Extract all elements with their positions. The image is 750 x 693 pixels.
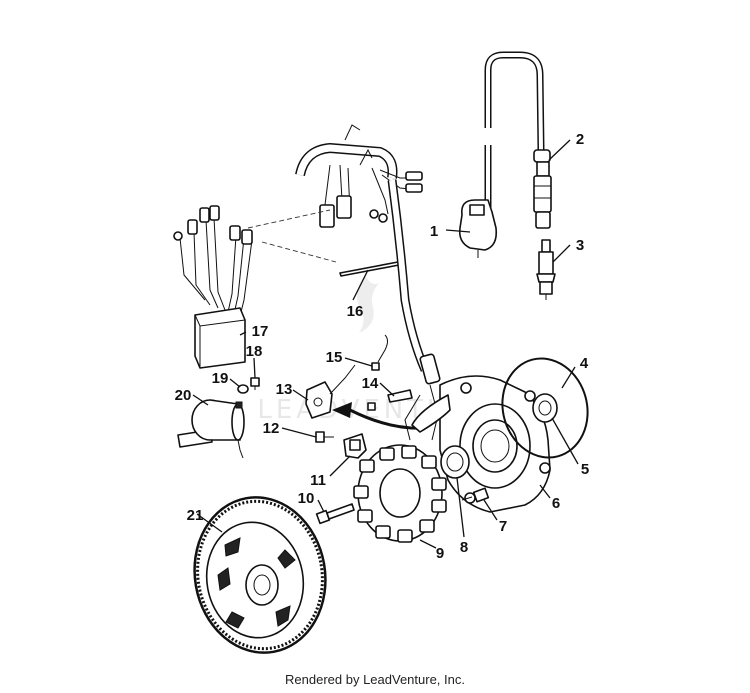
callout-15: 15	[326, 349, 343, 366]
callout-20: 20	[175, 387, 192, 404]
part-seal-5	[532, 393, 558, 423]
part-cable-tie	[339, 261, 400, 277]
part-screw-12	[315, 431, 334, 443]
part-seal-8	[440, 445, 470, 479]
part-starter-solenoid	[177, 399, 245, 459]
leader-lines	[192, 139, 579, 549]
callout-11: 11	[310, 472, 326, 489]
part-trigger-coil	[343, 433, 367, 459]
callout-17: 17	[252, 323, 269, 340]
part-o-ring	[501, 357, 589, 459]
part-flywheel	[193, 496, 327, 654]
callout-12: 12	[263, 420, 280, 437]
part-stator	[353, 444, 447, 543]
dashed-connection-lines	[247, 209, 337, 263]
callout-3: 3	[576, 237, 584, 254]
render-credit: Rendered by LeadVenture, Inc.	[285, 672, 465, 687]
callout-labels: 1 2 3 4 5 6 7 8 9 10 11 12 13 14 15 16 1…	[175, 131, 590, 562]
callout-8: 8	[460, 539, 468, 556]
callout-4: 4	[580, 355, 589, 372]
callout-10: 10	[298, 490, 315, 507]
callout-5: 5	[581, 461, 589, 478]
callout-7: 7	[499, 518, 507, 535]
part-spark-plug-wire	[484, 51, 552, 229]
part-spark-plug	[536, 239, 556, 300]
callout-21: 21	[187, 507, 204, 524]
part-pickup-bracket	[305, 364, 356, 419]
callout-16: 16	[347, 303, 364, 320]
callout-13: 13	[276, 381, 293, 398]
part-screw-washer	[237, 377, 260, 394]
part-ignition-coil	[458, 199, 498, 258]
part-cdi-unit	[173, 205, 253, 369]
part-wiring-harness	[295, 124, 441, 441]
callout-9: 9	[436, 545, 444, 562]
callout-18: 18	[246, 343, 263, 360]
part-bolt-10	[315, 503, 355, 525]
callout-19: 19	[212, 370, 229, 387]
callout-2: 2	[576, 131, 584, 148]
part-screws-14-15	[367, 334, 413, 411]
callout-14: 14	[362, 375, 379, 392]
callout-6: 6	[552, 495, 560, 512]
part-magneto-housing	[411, 375, 551, 513]
callout-1: 1	[430, 223, 438, 240]
part-bolt-7	[461, 487, 490, 503]
